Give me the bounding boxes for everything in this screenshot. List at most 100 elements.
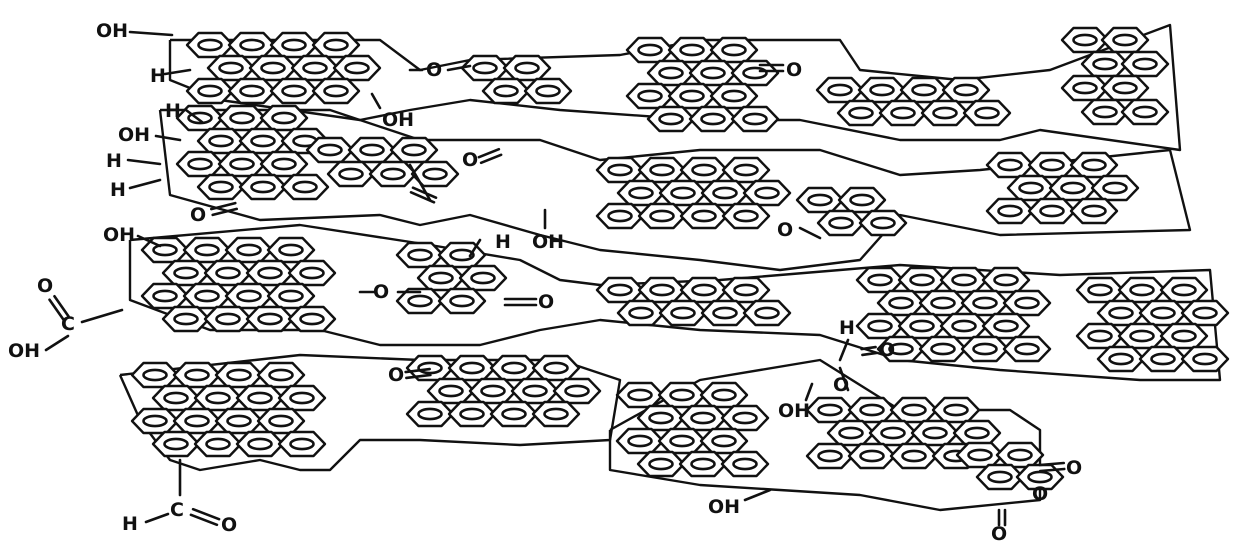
- aromatic-ring-circle: [1108, 306, 1134, 320]
- aromatic-ring-circle: [187, 157, 213, 171]
- aromatic-ring-hexagon: [458, 264, 508, 292]
- aromatic-ring-circle: [205, 391, 231, 405]
- aromatic-ring-circle: [627, 388, 653, 402]
- aromatic-ring-circle: [1102, 181, 1128, 195]
- aromatic-ring-hexagon: [657, 381, 707, 409]
- aromatic-ring-hexagon: [185, 77, 235, 105]
- aromatic-ring-circle: [229, 111, 255, 125]
- aromatic-ring-hexagon: [405, 400, 455, 428]
- hydrogen-label-3: H: [106, 150, 122, 172]
- anhydride-oxygen-label-2: O: [1032, 483, 1048, 505]
- aromatic-ring-circle: [658, 66, 684, 80]
- aromatic-ring-circle: [1014, 342, 1040, 356]
- aromatic-ring-circle: [250, 180, 276, 194]
- aromatic-ring-hexagon: [130, 407, 180, 435]
- aromatic-ring-hexagon: [625, 82, 675, 110]
- aromatic-ring-hexagon: [266, 282, 316, 310]
- aromatic-ring-circle: [268, 368, 294, 382]
- chemical-bond: [1038, 461, 1066, 467]
- aromatic-ring-hexagon: [899, 76, 949, 104]
- aromatic-ring-circle: [1132, 105, 1158, 119]
- aromatic-ring-circle: [817, 403, 843, 417]
- aromatic-ring-hexagon: [1002, 289, 1052, 317]
- aromatic-ring-circle: [867, 273, 893, 287]
- aromatic-rings: [130, 26, 1230, 491]
- aromatic-ring-hexagon: [172, 407, 222, 435]
- aromatic-ring-circle: [679, 89, 705, 103]
- aromatic-ring-hexagon: [196, 173, 246, 201]
- aromatic-ring-circle: [194, 289, 220, 303]
- aromatic-ring-circle: [732, 411, 758, 425]
- aromatic-ring-hexagon: [658, 179, 708, 207]
- aromatic-ring-circle: [197, 38, 223, 52]
- aromatic-ring-circle: [184, 414, 210, 428]
- aromatic-ring-circle: [236, 289, 262, 303]
- aromatic-ring-circle: [870, 216, 896, 230]
- aromatic-ring-circle: [827, 83, 853, 97]
- aromatic-ring-circle: [754, 186, 780, 200]
- aromatic-ring-circle: [732, 457, 758, 471]
- aromatic-ring-hexagon: [531, 400, 581, 428]
- chemical-bond: [743, 488, 772, 502]
- aromatic-ring-circle: [1072, 81, 1098, 95]
- aromatic-ring-hexagon: [1117, 322, 1167, 350]
- aromatic-ring-hexagon: [437, 241, 487, 269]
- aromatic-ring-hexagon: [175, 104, 225, 132]
- aromatic-ring-hexagon: [795, 186, 845, 214]
- aromatic-ring-circle: [247, 391, 273, 405]
- aromatic-ring-circle: [501, 407, 527, 421]
- carbonyl-oxygen-label-2: O: [190, 204, 206, 226]
- aromatic-ring-hexagon: [1027, 151, 1077, 179]
- aromatic-ring-circle: [953, 83, 979, 97]
- aromatic-ring-hexagon: [637, 202, 687, 230]
- aromatic-ring-hexagon: [502, 54, 552, 82]
- aromatic-ring-circle: [669, 434, 695, 448]
- aromatic-ring-circle: [302, 61, 328, 75]
- aromatic-ring-hexagon: [206, 54, 256, 82]
- aromatic-ring-circle: [323, 84, 349, 98]
- aromatic-ring-hexagon: [595, 202, 645, 230]
- aromatic-ring-circle: [257, 266, 283, 280]
- aromatic-ring-hexagon: [269, 31, 319, 59]
- chemical-bond: [126, 158, 162, 166]
- aromatic-ring-hexagon: [426, 377, 476, 405]
- aromatic-ring-circle: [184, 368, 210, 382]
- aromatic-ring-circle: [281, 84, 307, 98]
- aromatic-ring-hexagon: [1069, 151, 1119, 179]
- aromatic-ring-circle: [380, 167, 406, 181]
- aromatic-ring-hexagon: [679, 276, 729, 304]
- aromatic-ring-circle: [1192, 306, 1218, 320]
- aromatic-ring-hexagon: [985, 151, 1035, 179]
- chemical-bond: [136, 234, 162, 248]
- chemical-bond: [154, 134, 182, 142]
- aromatic-ring-hexagon: [447, 354, 497, 382]
- aromatic-ring-hexagon: [235, 384, 285, 412]
- aromatic-ring-circle: [1112, 33, 1138, 47]
- aromatic-ring-hexagon: [248, 54, 298, 82]
- aromatic-ring-hexagon: [699, 381, 749, 409]
- aromatic-ring-circle: [1007, 448, 1033, 462]
- aromatic-ring-circle: [1150, 352, 1176, 366]
- aromatic-ring-circle: [859, 403, 885, 417]
- aromatic-ring-circle: [226, 414, 252, 428]
- aromatic-ring-hexagon: [259, 104, 309, 132]
- aromatic-ring-hexagon: [1006, 174, 1056, 202]
- aromatic-ring-circle: [711, 388, 737, 402]
- aromatic-ring-hexagon: [836, 99, 886, 127]
- hydroxyl-label-top-left: OH: [96, 20, 128, 42]
- chemical-bond: [80, 308, 124, 324]
- aromatic-ring-circle: [733, 209, 759, 223]
- aromatic-ring-hexagon: [931, 396, 981, 424]
- aromatic-ring-hexagon: [960, 335, 1010, 363]
- aromatic-ring-hexagon: [510, 377, 560, 405]
- aromatic-ring-hexagon: [305, 136, 355, 164]
- aromatic-ring-hexagon: [1120, 50, 1170, 78]
- chemical-bond: [838, 366, 850, 392]
- aromatic-ring-circle: [997, 158, 1023, 172]
- aromatic-ring-hexagon: [172, 361, 222, 389]
- aromatic-ring-hexagon: [182, 282, 232, 310]
- aromatic-ring-circle: [289, 437, 315, 451]
- aromatic-ring-circle: [888, 342, 914, 356]
- aromatic-ring-circle: [922, 426, 948, 440]
- aromatic-ring-circle: [859, 449, 885, 463]
